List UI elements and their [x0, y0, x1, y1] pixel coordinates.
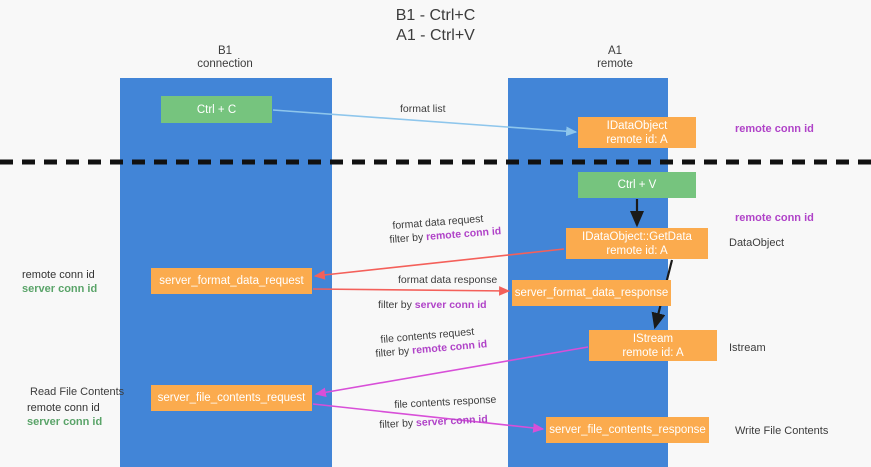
box-getdata-line-1: IDataObject::GetData	[582, 230, 692, 243]
edge-label-format-data-response: format data response	[398, 274, 498, 286]
box-server-file-contents-response-label: server_file_contents_response	[549, 424, 706, 436]
annotation-read-file-contents: Read File Contents	[30, 386, 125, 398]
box-istream-line-2: remote id: A	[622, 346, 684, 359]
edge-label-file-contents-response: file contents response	[394, 393, 497, 411]
box-ctrl-c[interactable]: Ctrl + C	[161, 96, 272, 123]
edge-label-file-contents-response-filter: filter by server conn id	[379, 413, 488, 432]
box-server-file-contents-response[interactable]: server_file_contents_response	[546, 417, 709, 443]
column-header-b1-name: B1	[217, 45, 233, 57]
annotation-server-conn-id-left-2: server conn id	[27, 416, 103, 428]
edge-label-fcreq-filter-prefix: filter by	[375, 344, 413, 360]
edge-label-format-data-response-filter: filter by server conn id	[378, 299, 487, 312]
column-header-b1-role: connection	[197, 58, 253, 70]
box-server-format-data-request-label: server_format_data_request	[159, 275, 304, 287]
page-title: B1 - Ctrl+C A1 - Ctrl+V	[0, 6, 871, 46]
annotation-remote-conn-id-mid: remote conn id	[735, 212, 814, 224]
title-line-1: B1 - Ctrl+C	[395, 7, 476, 24]
annotation-write-file-contents: Write File Contents	[735, 425, 829, 437]
annotation-istream: Istream	[729, 342, 766, 354]
box-ctrl-v[interactable]: Ctrl + V	[578, 172, 696, 198]
edge-label-fcres-filter-prefix: filter by	[379, 417, 417, 431]
annotation-conn-ids-lower: remote conn id server conn id	[27, 401, 102, 429]
column-header-a1: A1 remote	[545, 45, 685, 71]
annotation-conn-ids-upper: remote conn id server conn id	[22, 268, 97, 296]
box-getdata-line-2: remote id: A	[606, 244, 668, 257]
box-server-file-contents-request[interactable]: server_file_contents_request	[151, 385, 312, 411]
edge-label-format-list: format list	[400, 103, 446, 115]
annotation-remote-conn-id-left-1: remote conn id	[22, 269, 95, 281]
box-server-format-data-response-label: server_format_data_response	[514, 287, 669, 299]
title-line-2: A1 - Ctrl+V	[396, 27, 475, 44]
column-header-a1-name: A1	[607, 45, 623, 57]
box-istream[interactable]: IStream remote id: A	[589, 330, 717, 361]
annotation-dataobject: DataObject	[729, 237, 785, 249]
box-idataobject-getdata[interactable]: IDataObject::GetData remote id: A	[566, 228, 708, 259]
box-idataobject-line-1: IDataObject	[606, 119, 668, 132]
edge-label-fdreq-filter-prefix: filter by	[389, 231, 427, 246]
column-header-a1-role: remote	[597, 58, 633, 70]
annotation-remote-conn-id-top: remote conn id	[735, 123, 814, 135]
annotation-remote-conn-id-left-2: remote conn id	[27, 402, 100, 414]
box-server-file-contents-request-label: server_file_contents_request	[157, 392, 306, 404]
box-idataobject[interactable]: IDataObject remote id: A	[578, 117, 696, 148]
arrow-format-data-response	[312, 286, 511, 296]
box-idataobject-line-2: remote id: A	[606, 133, 668, 146]
column-header-b1: B1 connection	[155, 45, 295, 71]
box-istream-line-1: IStream	[632, 332, 674, 345]
box-server-format-data-request[interactable]: server_format_data_request	[151, 268, 312, 294]
box-ctrl-v-label: Ctrl + V	[617, 179, 657, 191]
box-server-format-data-response[interactable]: server_format_data_response	[512, 280, 671, 306]
annotation-server-conn-id-left-1: server conn id	[22, 283, 98, 295]
edge-label-fcres-filter-key: server conn id	[415, 413, 489, 430]
edge-label-fdres-filter-prefix: filter by	[378, 299, 415, 311]
edge-label-fdres-filter-key: server conn id	[414, 299, 487, 311]
box-ctrl-c-label: Ctrl + C	[196, 103, 237, 116]
